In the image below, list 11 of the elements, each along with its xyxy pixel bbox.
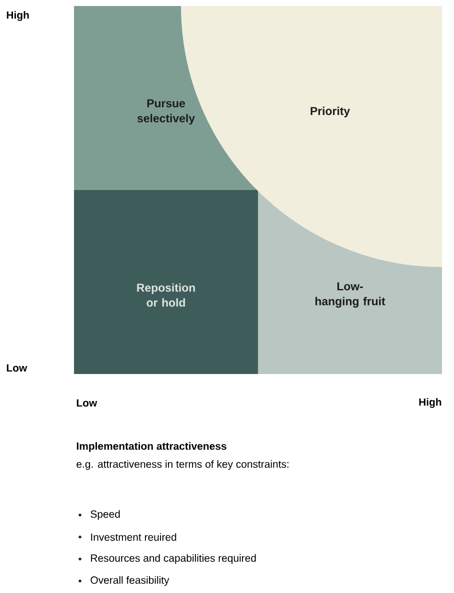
axis-title: Implementation attractiveness: [76, 442, 226, 452]
axis-label: Low: [6, 364, 28, 372]
bullet-item: Investment reuired: [91, 533, 176, 541]
bullet-item: Speed: [90, 510, 120, 520]
quadrant-box: Reposition or hold: [74, 190, 258, 374]
axis-label: High: [6, 11, 29, 21]
bullet-item: Resources and capabilities required: [91, 554, 256, 564]
axis-label: Low: [76, 399, 98, 407]
bullet-item: Overall feasibility: [90, 576, 170, 586]
axis-description: e.g. attractiveness in terms of key constraints:: [76, 460, 288, 470]
axis-label: High: [419, 398, 442, 408]
